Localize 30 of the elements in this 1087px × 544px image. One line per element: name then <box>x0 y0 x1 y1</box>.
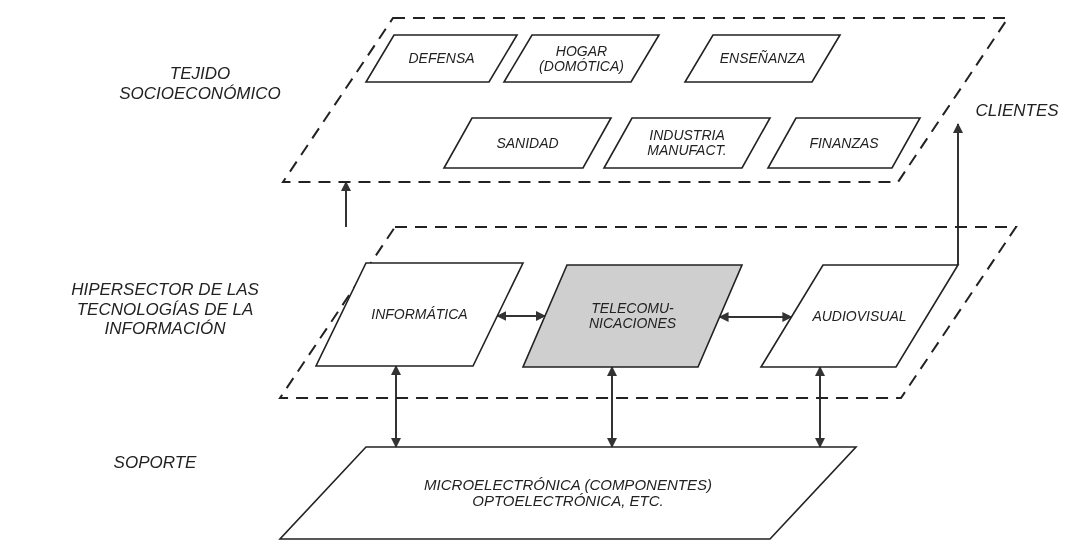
box-label: AUDIOVISUAL <box>812 308 907 324</box>
side-label: TEJIDO SOCIOECONÓMICO <box>118 64 282 104</box>
box-label: INDUSTRIA MANUFACT. <box>646 128 728 158</box>
box-label: HOGAR (DOMÓTICA) <box>538 43 625 74</box>
parallelogram-box <box>604 118 770 168</box>
dashed-plane <box>280 227 1016 398</box>
box-label: INFORMÁTICA <box>371 307 468 322</box>
parallelogram-box <box>761 265 958 367</box>
arrow <box>953 123 963 266</box>
shaded-parallelogram <box>523 265 742 367</box>
parallelogram-box <box>504 35 659 82</box>
box-label: TELECOMU- NICACIONES <box>587 301 678 331</box>
arrow <box>341 181 351 228</box>
arrow <box>391 365 401 448</box>
box-label: FINANZAS <box>809 135 879 151</box>
parallelogram-box <box>280 447 856 539</box>
box-label: MICROELECTRÓNICA (COMPONENTES) OPTOELECTRÓNICA, ETC. <box>423 477 713 509</box>
parallelogram-box <box>768 118 920 168</box>
box-label: ENSEÑANZA <box>719 51 806 66</box>
parallelogram-box <box>316 263 523 366</box>
parallelogram-box <box>685 35 840 82</box>
arrow <box>607 366 617 448</box>
box-label: SANIDAD <box>496 135 559 151</box>
side-label: SOPORTE <box>112 453 198 473</box>
bare-label: CLIENTES <box>952 98 1082 124</box>
parallelogram-box <box>444 118 611 168</box>
side-label: HIPERSECTOR DE LAS TECNOLOGÍAS DE LA INFORMACIÓN <box>70 280 260 339</box>
box-label: DEFENSA <box>408 51 475 66</box>
arrow <box>815 366 825 448</box>
parallelogram-box <box>366 35 517 82</box>
